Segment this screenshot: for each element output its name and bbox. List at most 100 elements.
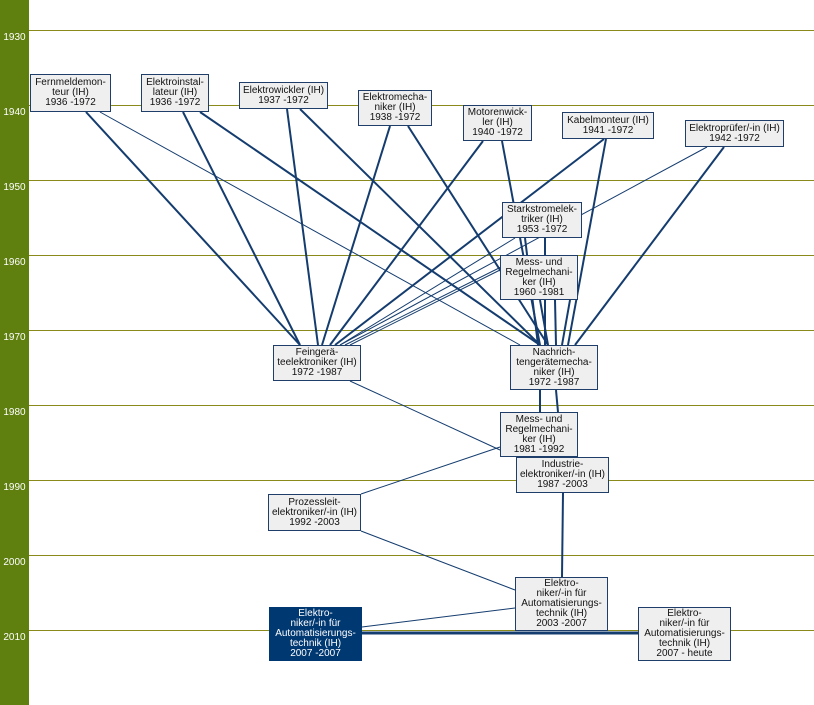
node-text-line: technik (IH) (535, 608, 588, 619)
node-text-line: ker (IH) (522, 433, 556, 445)
connection-line (329, 140, 484, 346)
node-text-line: Motorenwick- (467, 107, 528, 118)
node-text-line: Regelmechani- (505, 423, 573, 435)
node-text-line: Nachrich- (532, 346, 576, 358)
node-text-line: ker (IH) (522, 276, 556, 288)
node-text-line: technik (IH) (289, 638, 342, 649)
node-text-line: 1940 -1972 (472, 127, 523, 138)
connection-line (321, 125, 391, 346)
occupation-node-elektromechaniker[interactable]: Elektromecha-niker (IH)1938 -1972 (358, 90, 432, 126)
node-text-line: elektroniker/-in (IH) (271, 506, 358, 518)
node-text-line: 1941 -1972 (582, 124, 634, 136)
node-text-line: 1942 -1972 (709, 132, 760, 144)
node-text-line: 2007 - heute (656, 648, 713, 659)
node-text-line: 1937 -1972 (258, 94, 309, 106)
connection-line (299, 108, 541, 346)
node-text-line: Industrie- (541, 459, 584, 470)
connection-line (199, 111, 541, 346)
node-text-line: 1992 -2003 (289, 516, 340, 528)
gridline-1990 (29, 480, 814, 481)
occupation-node-elektroinstallateur[interactable]: Elektroinstal-lateur (IH)1936 -1972 (141, 74, 209, 112)
node-text-line: 1938 -1972 (369, 112, 421, 123)
occupation-node-motorenwickler[interactable]: Motorenwick-ler (IH)1940 -1972 (463, 105, 532, 141)
node-text-line: elektroniker/-in (IH) (519, 469, 606, 480)
node-text-line: Elektro- (298, 608, 333, 619)
connection-line (574, 146, 725, 346)
occupation-node-elektropruefer[interactable]: Elektroprüfer/-in (IH)1942 -1972 (685, 120, 784, 147)
year-label: 1990 (3, 482, 26, 493)
connection-line (539, 299, 549, 346)
node-text-line: Elektro- (544, 578, 579, 589)
node-text-line: 1972 -1987 (528, 376, 580, 388)
connection-line (349, 380, 501, 451)
occupation-node-industrie[interactable]: Industrie-elektroniker/-in (IH)1987 -200… (516, 457, 609, 493)
year-label: 1950 (3, 182, 26, 193)
connection-line (349, 269, 501, 346)
occupation-node-starkstrom[interactable]: Starkstromelek-triker (IH)1953 -1972 (502, 202, 582, 238)
occupation-node-kabelmonteur[interactable]: Kabelmonteur (IH)1941 -1972 (562, 112, 654, 139)
node-text-line: technik (IH) (658, 638, 711, 649)
node-text-line: tengerätemecha- (516, 356, 592, 368)
node-text-line: Regelmechani- (505, 266, 573, 278)
node-text-line: Prozessleit- (288, 496, 341, 508)
node-text-line: Mess- und (515, 413, 563, 425)
node-text-line: 1953 -1972 (516, 224, 568, 235)
node-text-line: Mess- und (515, 256, 563, 268)
connection-line (85, 111, 301, 346)
occupation-node-feingeraet[interactable]: Feingerä-teelektroniker (IH)1972 -1987 (273, 345, 361, 381)
node-text-line: Elektroinstal- (146, 77, 204, 88)
year-label: 2000 (3, 557, 26, 568)
connection-line (561, 492, 564, 578)
node-text-line: niker (IH) (374, 102, 416, 113)
occupation-node-nachrichten[interactable]: Nachrich-tengerätemecha-niker (IH)1972 -… (510, 345, 598, 390)
gridline-2010 (29, 630, 814, 631)
node-text-line: Starkstromelek- (506, 204, 577, 215)
node-text-line: Automatisierungs- (275, 628, 356, 639)
node-text-line: niker (IH) (533, 366, 575, 378)
node-text-line: Feingerä- (295, 347, 339, 358)
gridline-1970 (29, 330, 814, 331)
gridline-1930 (29, 30, 814, 31)
connection-line (99, 111, 521, 346)
connection-line (554, 299, 557, 346)
node-text-line: Automatisierungs- (644, 628, 725, 639)
occupation-node-fernmelde[interactable]: Fernmeldemon-teur (IH)1936 -1972 (30, 74, 111, 112)
connection-line (361, 607, 516, 628)
year-label: 1940 (3, 107, 26, 118)
connection-line (360, 530, 516, 591)
node-text-line: Elektromecha- (362, 92, 428, 103)
node-text-line: 2003 -2007 (536, 618, 587, 629)
node-text-line: 1987 -2003 (537, 479, 588, 490)
connection-line (286, 108, 319, 346)
gridline-1950 (29, 180, 814, 181)
node-text-line: niker/-in für (290, 618, 341, 629)
year-label: 1930 (3, 32, 26, 43)
connection-line (555, 389, 559, 413)
year-label: 1960 (3, 257, 26, 268)
occupation-node-elektrowickler[interactable]: Elektrowickler (IH)1937 -1972 (239, 82, 328, 109)
node-text-line: niker/-in für (659, 618, 710, 629)
node-text-line: teur (IH) (52, 87, 89, 98)
gridline-1960 (29, 255, 814, 256)
occupation-node-prozessleit[interactable]: Prozessleit-elektroniker/-in (IH)1992 -2… (268, 494, 361, 531)
connection-line (182, 111, 301, 346)
node-text-line: Automatisierungs- (521, 598, 602, 609)
node-text-line: Fernmeldemon- (35, 77, 106, 88)
connection-line (561, 299, 571, 346)
connection-line (344, 264, 506, 346)
node-text-line: 1936 -1972 (149, 97, 201, 108)
gridline-2000 (29, 555, 814, 556)
year-axis-sidebar (0, 0, 29, 705)
node-text-line: 1936 -1972 (45, 97, 96, 108)
connection-line (334, 138, 605, 346)
gridline-1980 (29, 405, 814, 406)
node-text-line: Elektrowickler (IH) (242, 84, 325, 96)
node-text-line: lateur (IH) (152, 87, 198, 98)
year-label: 1970 (3, 332, 26, 343)
node-text-line: ler (IH) (482, 117, 513, 128)
